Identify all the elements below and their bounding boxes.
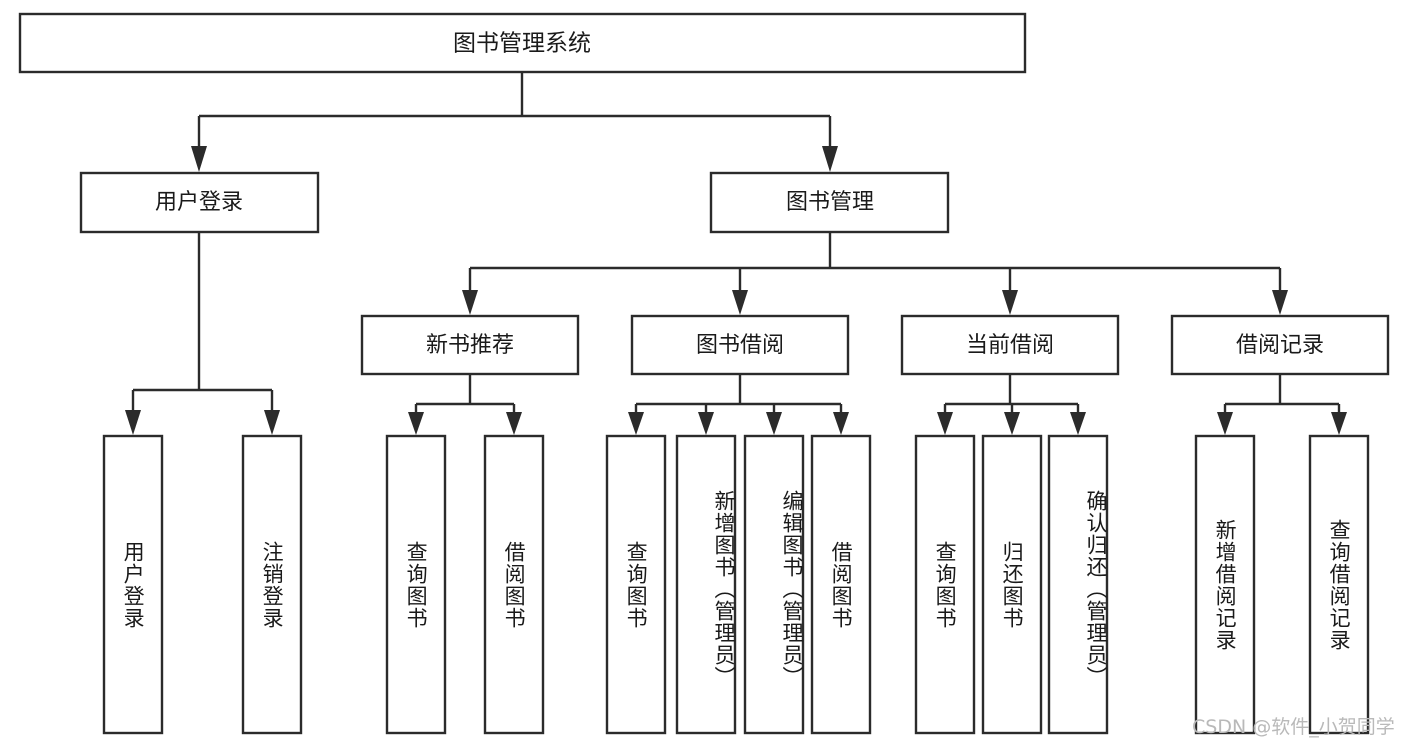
node-book-borrow-label: 图书借阅 [696, 333, 784, 358]
node-user-login-box[interactable] [79, 171, 320, 234]
node-book-manage-label: 图书管理 [786, 190, 874, 215]
arrow-head-borrow-record [1272, 290, 1288, 315]
arrow-head-leaf-bb-0 [628, 412, 644, 435]
node-leaf-bb-edit-book-box[interactable] [743, 434, 805, 735]
node-borrow-record-box[interactable] [1170, 314, 1390, 376]
node-borrow-record[interactable]: 借阅记录 [1170, 314, 1390, 376]
arrow-head-user-login [191, 146, 207, 172]
arrow-head-book-manage [822, 146, 838, 172]
arrow-head-leaf-cb-1 [1004, 412, 1020, 435]
node-new-book-recommend-label: 新书推荐 [426, 333, 514, 358]
arrow-head-leaf-br-1 [1331, 412, 1347, 435]
arrow-head-leaf-nb-0 [408, 412, 424, 435]
connectors-root-to-level2 [191, 72, 838, 172]
arrow-head-leaf-nb-1 [506, 412, 522, 435]
arrow-head-current-borrow [1002, 290, 1018, 315]
node-leaf-bb-add-book-box[interactable] [675, 434, 737, 735]
node-leaf-bb-borrow-book-box[interactable] [810, 434, 872, 735]
node-new-book-recommend-box[interactable] [360, 314, 580, 376]
arrow-head-leaf-cb-2 [1070, 412, 1086, 435]
node-root-system-label: 图书管理系统 [453, 31, 591, 57]
connectors-new-book-to-leaves [408, 374, 522, 435]
arrow-head-leaf-bb-3 [833, 412, 849, 435]
node-book-borrow-box[interactable] [630, 314, 850, 376]
arrow-head-leaf-bb-1 [698, 412, 714, 435]
arrow-head-leaf-ul-1 [264, 410, 280, 435]
node-leaf-cb-confirm-return-box[interactable] [1047, 434, 1109, 735]
node-current-borrow-box[interactable] [900, 314, 1120, 376]
node-user-login-label: 用户登录 [155, 190, 243, 215]
node-leaf-br-add-record-box[interactable] [1194, 434, 1256, 735]
node-book-borrow[interactable]: 图书借阅 [630, 314, 850, 376]
arrow-head-leaf-br-0 [1217, 412, 1233, 435]
node-borrow-record-label: 借阅记录 [1236, 333, 1324, 358]
arrow-head-leaf-bb-2 [766, 412, 782, 435]
connectors-user-login-to-leaves [125, 232, 280, 435]
arrow-head-new-book [462, 290, 478, 315]
connectors-borrow-record-to-leaves [1217, 374, 1347, 435]
connectors-book-borrow-to-leaves [628, 374, 849, 435]
node-leaf-cb-query-book-box[interactable] [914, 434, 976, 735]
node-user-login[interactable]: 用户登录 [79, 171, 320, 234]
node-root-system[interactable]: 图书管理系统 [18, 12, 1027, 74]
csdn-watermark: CSDN @软件_小贺同学 [1192, 716, 1395, 738]
node-leaf-nb-borrow-book-box[interactable] [483, 434, 545, 735]
connectors-book-manage-to-level3 [462, 232, 1288, 315]
node-leaf-nb-query-book-box[interactable] [385, 434, 447, 735]
node-leaf-cb-return-book-box[interactable] [981, 434, 1043, 735]
node-new-book-recommend[interactable]: 新书推荐 [360, 314, 580, 376]
node-current-borrow[interactable]: 当前借阅 [900, 314, 1120, 376]
node-root-system-box[interactable] [18, 12, 1027, 74]
node-leaf-logout-box[interactable] [241, 434, 303, 735]
arrow-head-leaf-cb-0 [937, 412, 953, 435]
node-current-borrow-label: 当前借阅 [966, 333, 1054, 358]
arrow-head-book-borrow [732, 290, 748, 315]
node-leaf-br-query-record-box[interactable] [1308, 434, 1370, 735]
node-book-manage-box[interactable] [709, 171, 950, 234]
connectors-current-borrow-to-leaves [937, 374, 1086, 435]
node-leaf-bb-query-book-box[interactable] [605, 434, 667, 735]
arrow-head-leaf-ul-0 [125, 410, 141, 435]
node-book-manage[interactable]: 图书管理 [709, 171, 950, 234]
node-leaf-user-login-box[interactable] [102, 434, 164, 735]
